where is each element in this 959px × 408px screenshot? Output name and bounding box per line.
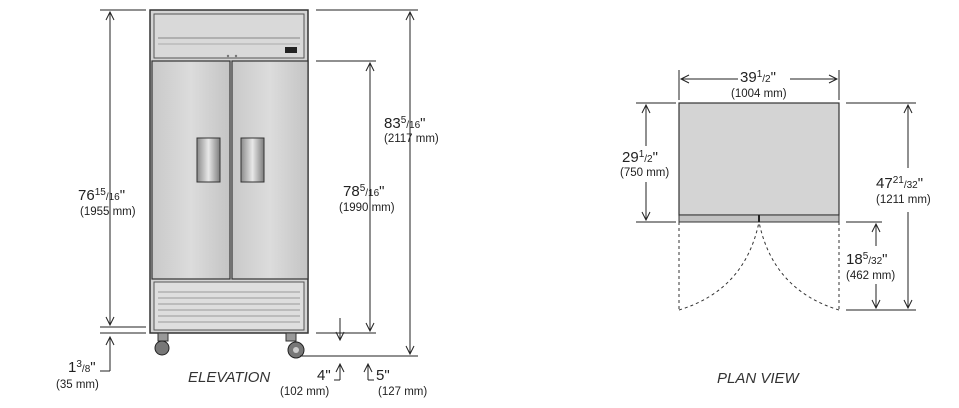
plan-depth-open-label: 4721/32" [876,175,923,192]
door-swing-arcs [678,221,840,311]
door-swing-mm: (462 mm) [846,270,895,282]
right-handle-icon [240,137,265,183]
plan-caption: PLAN VIEW [717,370,801,387]
plan-view [678,102,840,311]
offset-5-label: 5" [376,367,390,384]
left-handle-icon [196,137,221,183]
door-swing-label: 185/32" [846,251,887,268]
plan-width-label: 391/2" [740,69,776,86]
plan-dimension-lines [636,70,916,311]
offset-5-mm: (127 mm) [378,386,427,398]
cabinet-height-mm: (1955 mm) [80,206,136,218]
caster-height-mm: (35 mm) [56,379,99,391]
caster-height-label: 13/8" [68,359,96,376]
control-display-icon [285,47,297,53]
offset-4-label: 4" [317,367,331,384]
cabinet-height-label: 7615/16" [78,187,125,204]
caster-left-icon [154,340,170,356]
plan-depth-open-mm: (1211 mm) [876,194,931,206]
overall-height-label: 835/16" [384,115,425,132]
offset-4-mm: (102 mm) [280,386,329,398]
elevation-dimension-lines [100,9,418,381]
body-height-mm: (1990 mm) [339,202,395,214]
plan-depth-label: 291/2" [622,149,658,166]
overall-height-mm: (2117 mm) [384,133,439,145]
refrigerator-elevation [149,9,309,359]
body-height-label: 785/16" [343,183,384,200]
elevation-caption: ELEVATION [188,369,270,386]
plan-width-mm: (1004 mm) [731,88,787,100]
plan-depth-mm: (750 mm) [620,167,669,179]
